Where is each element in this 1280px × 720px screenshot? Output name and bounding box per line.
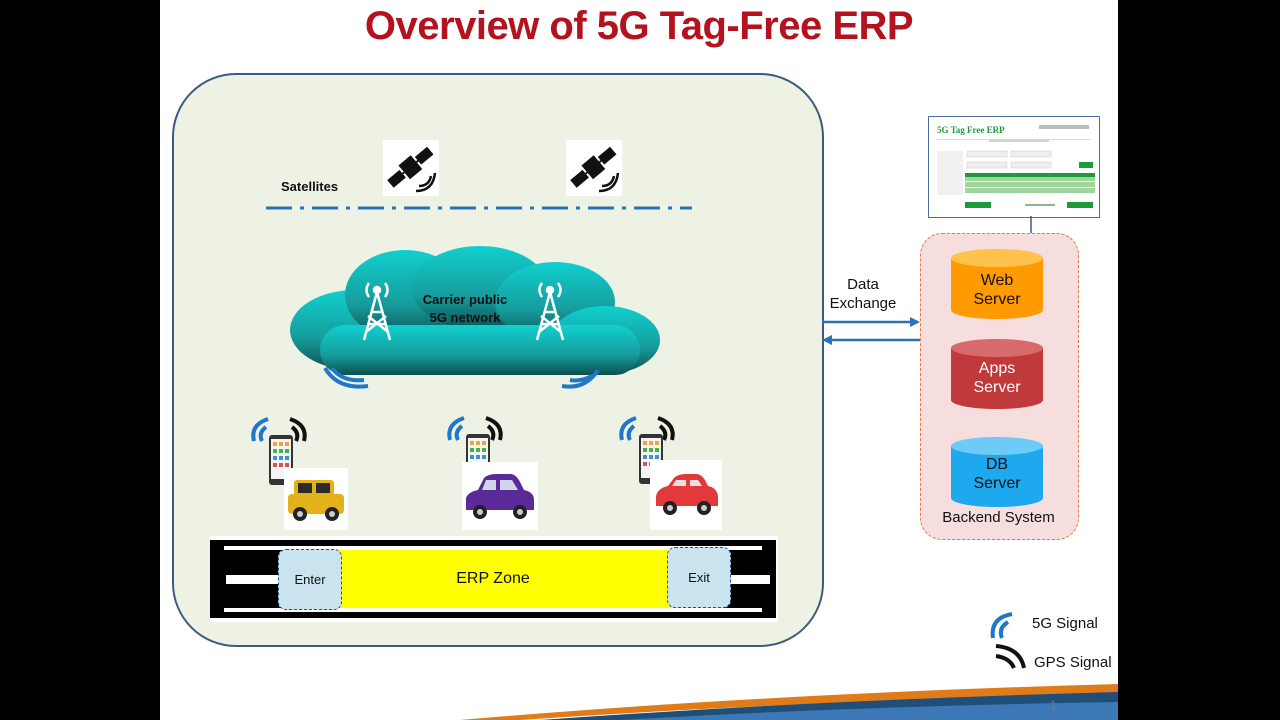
signal-gps-icon — [289, 417, 307, 442]
slide: Overview of 5G Tag-Free ERP Satellites — [160, 0, 1118, 720]
legend-gps-label: GPS Signal — [1034, 654, 1112, 671]
footer-swoosh — [460, 684, 1118, 720]
cell-tower-icon — [362, 282, 392, 341]
erp-web-app-thumbnail: 5G Tag Free ERP — [928, 116, 1100, 218]
signal-5g-icon — [619, 416, 637, 441]
database-cylinder-icon — [951, 437, 1043, 507]
erp-web-app-mock — [937, 125, 1095, 208]
satellite-icon — [383, 140, 439, 196]
apps-server-label: Apps Server — [973, 360, 1021, 396]
legend-5g-label: 5G Signal — [1032, 615, 1098, 632]
enter-gate: Enter — [278, 549, 342, 610]
signal-gps-icon — [995, 644, 1026, 669]
signal-5g-icon — [251, 417, 269, 442]
signal-5g-icon — [990, 612, 1013, 639]
cell-tower-icon — [535, 282, 565, 341]
erp-zone-label: ERP Zone — [456, 570, 530, 587]
backend-system-label: Backend System — [942, 509, 1055, 526]
network-label: Carrier public 5G network — [422, 292, 508, 325]
signal-gps-icon — [485, 416, 503, 441]
page-number: 1 — [1050, 698, 1057, 712]
database-cylinder-icon — [951, 249, 1043, 319]
signal-pair — [619, 416, 675, 441]
signal-5g-icon — [447, 416, 465, 441]
car-icon — [462, 462, 538, 530]
satellite-icon — [566, 140, 622, 196]
data-exchange-label: Data Exchange — [829, 276, 897, 312]
web-server-label: Web Server — [973, 272, 1021, 308]
car-icon — [284, 468, 348, 530]
satellite-orbit-line — [266, 206, 692, 210]
satellites-label: Satellites — [281, 179, 339, 194]
signal-pair — [251, 417, 307, 442]
right-black-strip — [1118, 0, 1280, 720]
erp-web-app-title: 5G Tag Free ERP — [937, 125, 1005, 135]
slide-title: Overview of 5G Tag-Free ERP — [364, 4, 914, 48]
signal-pair — [447, 416, 503, 441]
data-exchange-arrows — [822, 317, 920, 345]
db-server-label: DB Server — [973, 456, 1021, 492]
exit-gate: Exit — [667, 547, 731, 608]
carrier-network-cloud — [290, 246, 660, 389]
signal-gps-icon — [657, 416, 675, 441]
database-cylinder-icon — [951, 339, 1043, 409]
car-icon — [650, 460, 722, 530]
